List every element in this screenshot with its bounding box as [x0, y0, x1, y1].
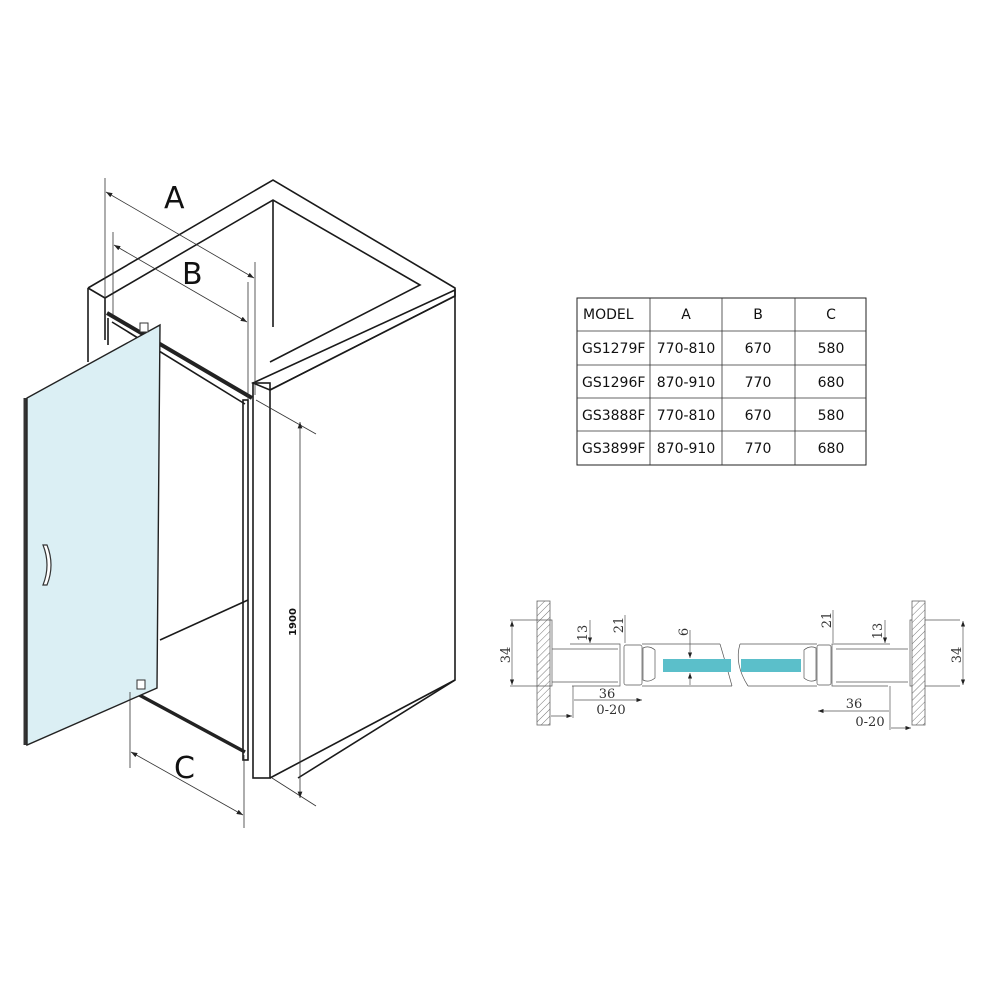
table-cell: 770-810 — [657, 408, 716, 424]
section-right-flange: 13 — [871, 623, 886, 640]
section-glass-thickness: 6 — [677, 628, 692, 636]
table-cell: 670 — [745, 408, 772, 424]
section-left-flange: 13 — [576, 625, 591, 642]
section-left-profile: 21 — [612, 617, 627, 634]
table-cell: 870-910 — [657, 441, 716, 457]
table-header: C — [826, 307, 836, 323]
section-right-height: 34 — [950, 647, 965, 664]
table-cell: 580 — [818, 408, 845, 424]
right-wall-hatch — [911, 600, 926, 726]
table-header: MODEL — [583, 307, 634, 323]
left-wall-hatch — [536, 600, 551, 726]
profile-section-detail — [509, 600, 966, 731]
table-cell: GS3899F — [582, 441, 645, 457]
glass-section-right — [741, 659, 801, 672]
section-right-width: 36 — [846, 697, 863, 712]
section-left-height: 34 — [499, 647, 514, 664]
section-right-adjust: 0-20 — [855, 715, 884, 730]
table-cell: GS3888F — [582, 408, 645, 424]
table-header: A — [681, 307, 691, 323]
table-cell: 770 — [745, 375, 772, 391]
dimension-height-label: 1900 — [288, 608, 299, 636]
door-handle-icon — [42, 544, 52, 586]
dimension-b-label: B — [182, 257, 203, 292]
table-cell: 670 — [745, 341, 772, 357]
section-right-profile: 21 — [820, 612, 835, 629]
table-cell: 680 — [818, 441, 845, 457]
dimension-c-label: C — [174, 751, 195, 786]
glass-section-left — [663, 659, 731, 672]
table-cell: 770 — [745, 441, 772, 457]
table-cell: 770-810 — [657, 341, 716, 357]
table-cell: GS1279F — [582, 341, 645, 357]
section-left-width: 36 — [599, 687, 616, 702]
table-header: B — [753, 307, 763, 323]
section-left-adjust: 0-20 — [596, 703, 625, 718]
table-cell: 870-910 — [657, 375, 716, 391]
model-table: MODEL A B C GS1279F 770-810 670 580 GS12… — [576, 297, 867, 466]
dimension-lines — [104, 178, 317, 828]
table-cell: 680 — [818, 375, 845, 391]
door-glass-panel — [23, 322, 161, 747]
door-frame — [105, 311, 254, 761]
table-cell: GS1296F — [582, 375, 645, 391]
dimension-a-label: A — [164, 181, 185, 216]
table-cell: 580 — [818, 341, 845, 357]
